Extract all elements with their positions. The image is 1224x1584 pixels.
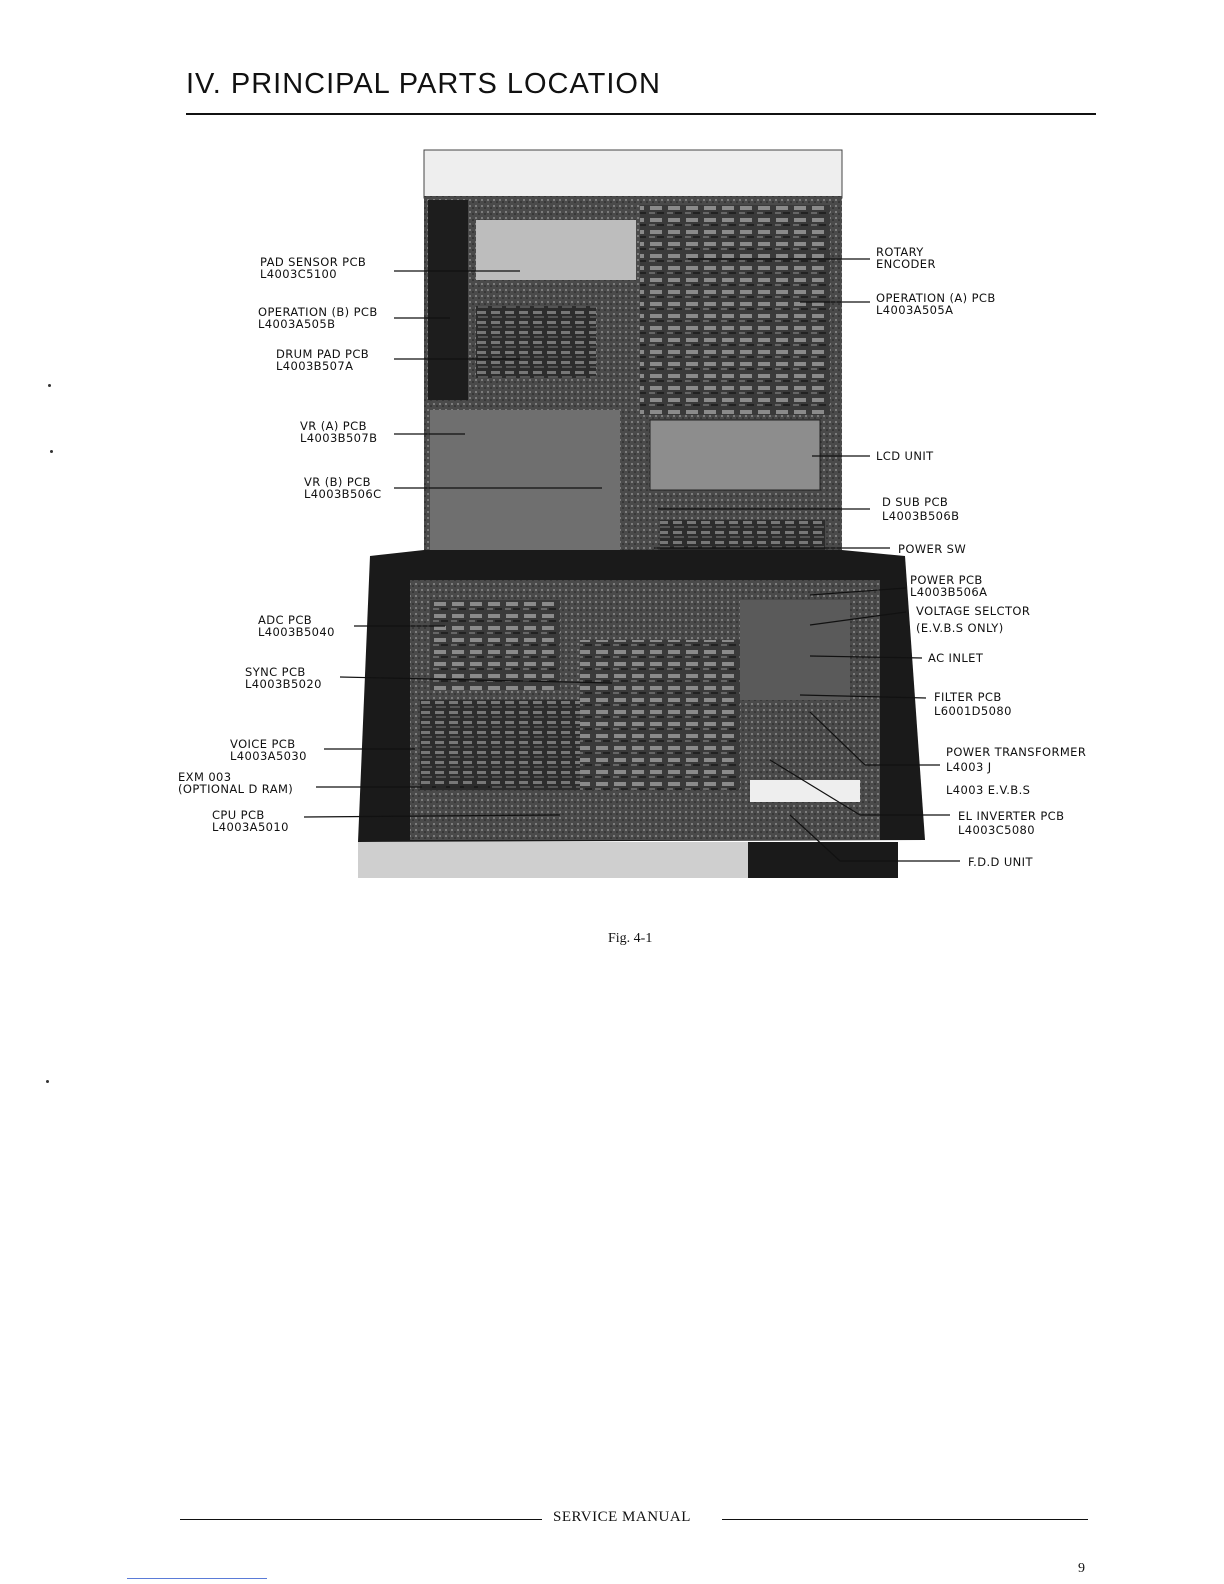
power-sw-label: POWER SW	[898, 542, 966, 556]
pad-sensor-code: L4003C5100	[260, 267, 337, 281]
vr-a-label: VR (A) PCB	[300, 419, 367, 433]
voltage-selector-note: (E.V.B.S ONLY)	[916, 621, 1004, 635]
sync-label: SYNC PCB	[245, 665, 306, 679]
power-transformer-label: POWER TRANSFORMER	[946, 745, 1086, 759]
rotary-label-2: ENCODER	[876, 257, 936, 271]
scan-speck	[48, 384, 51, 387]
footer-rule-right	[722, 1519, 1088, 1520]
pad-sensor-label: PAD SENSOR PCB	[260, 255, 366, 269]
el-inverter-code: L4003C5080	[958, 823, 1035, 837]
left-labels: PAD SENSOR PCB L4003C5100 OPERATION (B) …	[178, 255, 382, 834]
title-rule	[186, 113, 1096, 115]
vr-a-code: L4003B507B	[300, 431, 377, 445]
page-number: 9	[1078, 1561, 1085, 1576]
scan-speck	[46, 1080, 49, 1083]
right-leader-lines	[654, 258, 960, 862]
power-pcb-code: L4003B506A	[910, 585, 987, 599]
power-transformer-code-evbs: L4003 E.V.B.S	[946, 783, 1030, 797]
left-leader-lines	[303, 270, 613, 818]
drum-pad-code: L4003B507A	[276, 359, 353, 373]
parts-location-figure: PAD SENSOR PCB L4003C5100 OPERATION (B) …	[178, 149, 1086, 878]
scan-speck	[50, 450, 53, 453]
fdd-unit-label: F.D.D UNIT	[968, 855, 1033, 869]
operation-a-label: OPERATION (A) PCB	[876, 291, 996, 305]
operation-b-label: OPERATION (B) PCB	[258, 305, 378, 319]
el-inverter-label: EL INVERTER PCB	[958, 809, 1064, 823]
sync-code: L4003B5020	[245, 677, 322, 691]
exm-note: (OPTIONAL D RAM)	[178, 782, 293, 796]
rotary-label: ROTARY	[876, 245, 924, 259]
d-sub-code: L4003B506B	[882, 509, 959, 523]
unit-photo	[358, 149, 925, 878]
adc-code: L4003B5040	[258, 625, 335, 639]
filter-pcb-code: L6001D5080	[934, 704, 1012, 718]
ac-inlet-label: AC INLET	[928, 651, 984, 665]
lcd-unit-label: LCD UNIT	[876, 449, 934, 463]
voice-code: L4003A5030	[230, 749, 307, 763]
bottom-link-underline	[127, 1578, 267, 1579]
adc-label: ADC PCB	[258, 613, 312, 627]
voice-label: VOICE PCB	[230, 737, 296, 751]
voltage-selector-label: VOLTAGE SELCTOR	[916, 604, 1030, 618]
page-title: IV. PRINCIPAL PARTS LOCATION	[186, 68, 661, 100]
vr-b-code: L4003B506C	[304, 487, 382, 501]
power-pcb-label: POWER PCB	[910, 573, 983, 587]
operation-a-code: L4003A505A	[876, 303, 953, 317]
vr-b-label: VR (B) PCB	[304, 475, 371, 489]
exm-label: EXM 003	[178, 770, 231, 784]
figure-caption: Fig. 4-1	[608, 931, 653, 946]
drum-pad-label: DRUM PAD PCB	[276, 347, 369, 361]
operation-b-code: L4003A505B	[258, 317, 335, 331]
cpu-code: L4003A5010	[212, 820, 289, 834]
filter-pcb-label: FILTER PCB	[934, 690, 1002, 704]
power-transformer-code-j: L4003 J	[946, 760, 992, 774]
footer-text: SERVICE MANUAL	[553, 1509, 691, 1525]
d-sub-label: D SUB PCB	[882, 495, 948, 509]
right-labels: ROTARY ENCODER OPERATION (A) PCB L4003A5…	[876, 245, 1086, 869]
footer-rule-left	[180, 1519, 542, 1520]
cpu-label: CPU PCB	[212, 808, 265, 822]
